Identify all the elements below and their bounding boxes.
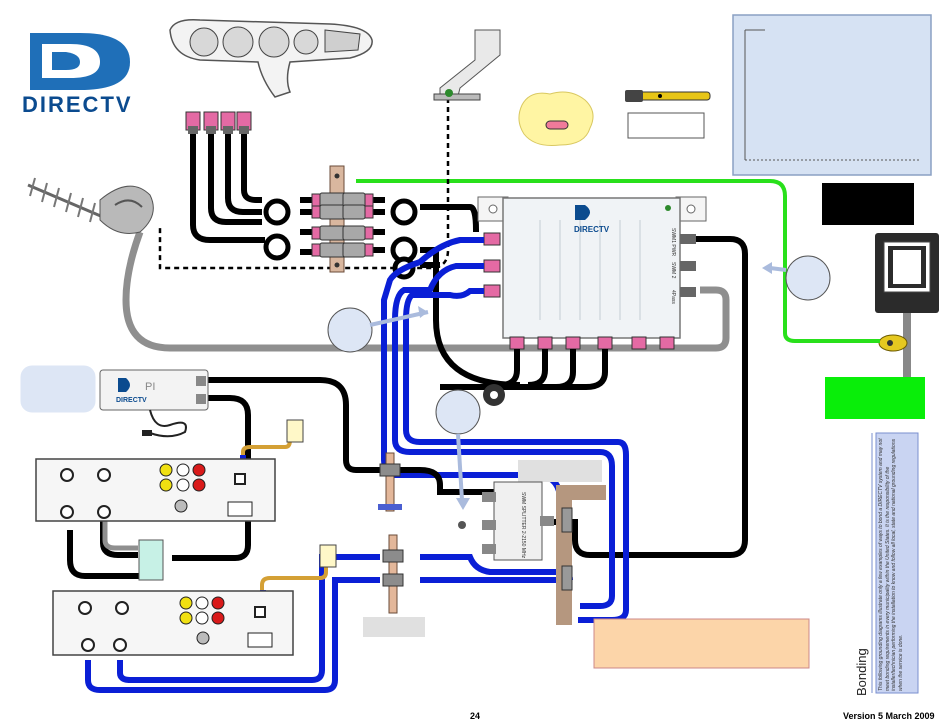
receiver-2 [52, 590, 294, 656]
pi-logo: DIRECTV [116, 397, 147, 404]
lnb-connectors [185, 111, 252, 134]
side-label-text: Bonding [854, 648, 869, 696]
swm-splitter [482, 481, 554, 561]
off-air-antenna [27, 177, 154, 234]
gray-antenna-cable [122, 230, 730, 352]
receiver-1 [35, 458, 276, 522]
black-label-box [822, 183, 914, 225]
multiswitch-logo: DIRECTV [574, 225, 610, 234]
green-label-box [825, 377, 925, 419]
port-label-swm1: SWM1 PWR [670, 228, 676, 256]
callout-circles [19, 255, 831, 510]
tool-label-box [627, 112, 705, 139]
wall-plate [286, 419, 304, 443]
directv-logo-text: DIRECTV [22, 92, 133, 117]
note-strip-text: This following grounding diagrams illust… [878, 438, 904, 691]
cable-loop [263, 198, 291, 226]
note-panel [732, 14, 932, 176]
port-label-swm2: SWM 2 [670, 262, 676, 279]
diplexer [138, 539, 164, 581]
satellite-lnb [169, 18, 373, 98]
port-label-4pass: 4Pass [670, 290, 676, 304]
splitter-label: SWM SPLITTER 2-2150 MHz [520, 492, 526, 559]
torque-wrench-icon [625, 90, 711, 102]
note-strip [875, 432, 919, 694]
orange-ground-wire [241, 430, 328, 592]
yellow-cloth [518, 91, 594, 146]
splitter-ground-icon [458, 521, 466, 529]
note-strip-text-box: This following grounding diagrams illust… [876, 433, 918, 693]
ground-block-small [378, 452, 404, 614]
version-label: Version 5 March 2009 [843, 711, 935, 721]
pi-label: PI [145, 381, 155, 393]
green-ground-wire [356, 179, 880, 343]
pi-module [99, 369, 209, 438]
ground-pole [433, 29, 501, 101]
multiswitch [477, 196, 707, 339]
lnb-cables [190, 126, 521, 388]
directv-logo [22, 24, 142, 119]
page-number: 24 [470, 711, 481, 721]
gray-label-small [363, 617, 425, 637]
ground-rod [903, 313, 911, 403]
peach-label-box [593, 618, 810, 669]
